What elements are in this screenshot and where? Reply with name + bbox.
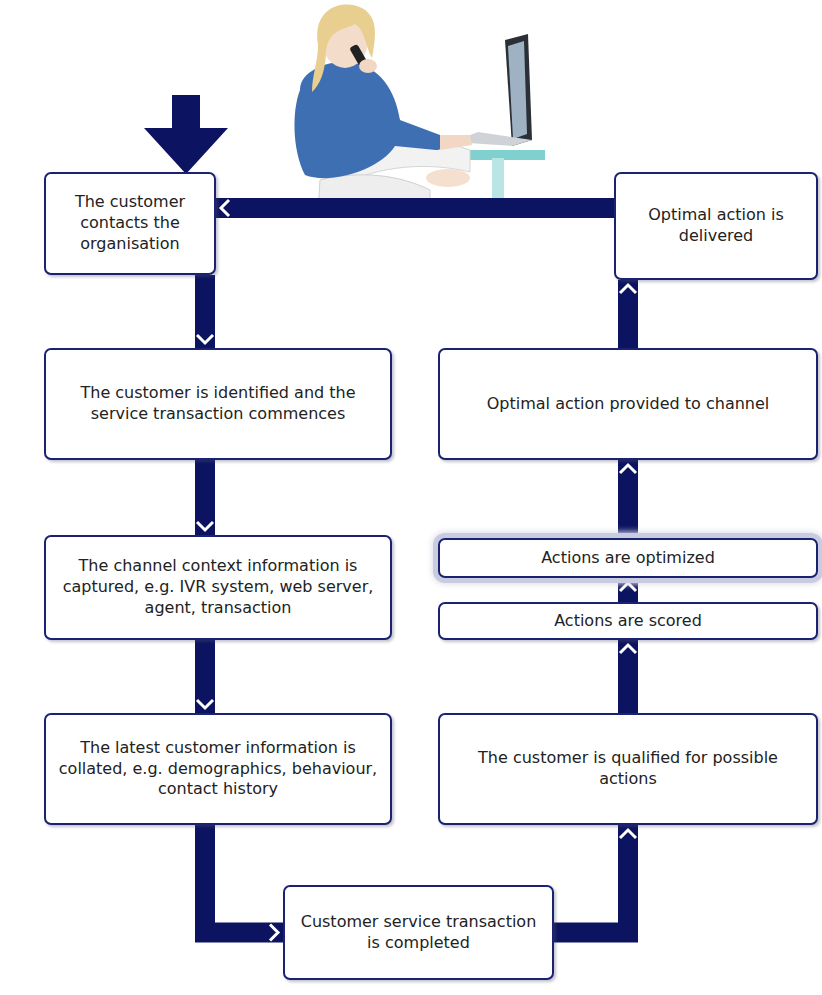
process-box: Customer service transaction is complete… bbox=[283, 885, 554, 980]
flow-arrow bbox=[197, 460, 213, 535]
arrow-chevron bbox=[620, 285, 636, 293]
entry-arrow bbox=[144, 95, 228, 174]
arrow-chevron bbox=[620, 830, 636, 838]
process-box: Optimal action is delivered bbox=[614, 172, 818, 280]
text-wrap: The customer contacts the organisation bbox=[56, 192, 204, 254]
text-wrap: Optimal action provided to channel bbox=[487, 394, 770, 415]
flow-bar bbox=[216, 198, 614, 218]
flow-bar bbox=[195, 275, 215, 348]
arrow-chevron bbox=[620, 645, 636, 653]
box-text: The latest customer information is colla… bbox=[56, 738, 380, 800]
text-wrap: The customer is identified and the servi… bbox=[56, 383, 380, 425]
process-box: Actions are scored bbox=[438, 602, 818, 640]
text-wrap: Optimal action is delivered bbox=[626, 205, 806, 247]
flow-bar bbox=[618, 460, 638, 538]
flow-arrow bbox=[205, 825, 283, 941]
flow-arrow bbox=[620, 578, 636, 602]
text-wrap: Actions are scored bbox=[554, 611, 702, 632]
arrow-chevron bbox=[197, 700, 213, 708]
box-text: Actions are optimized bbox=[541, 548, 715, 569]
arrow-chevron bbox=[197, 335, 213, 343]
process-box: The channel context information is captu… bbox=[44, 535, 392, 640]
arrow-chevron bbox=[270, 925, 278, 941]
process-box: The latest customer information is colla… bbox=[44, 713, 392, 825]
text-wrap: The channel context information is captu… bbox=[56, 556, 380, 618]
box-text: Customer service transaction is complete… bbox=[295, 912, 542, 954]
box-text: Optimal action provided to channel bbox=[487, 394, 770, 415]
flow-arrow bbox=[620, 280, 636, 348]
arrow-chevron bbox=[221, 200, 229, 216]
flow-arrow bbox=[620, 460, 636, 538]
box-text: The customer is identified and the servi… bbox=[56, 383, 380, 425]
flow-bar bbox=[554, 825, 628, 933]
text-wrap: The customer is qualified for possible a… bbox=[450, 748, 806, 790]
flow-arrow bbox=[216, 200, 614, 216]
flow-bar bbox=[618, 578, 638, 602]
box-text: Optimal action is delivered bbox=[626, 205, 806, 247]
arrow-chevron bbox=[197, 522, 213, 530]
arrow-chevron bbox=[620, 465, 636, 473]
process-box: Optimal action provided to channel bbox=[438, 348, 818, 460]
woman-illustration bbox=[285, 0, 547, 222]
flow-bar bbox=[618, 280, 638, 348]
arrow-chevron bbox=[620, 583, 636, 591]
flow-arrow bbox=[197, 640, 213, 713]
process-box: The customer is qualified for possible a… bbox=[438, 713, 818, 825]
box-text: The customer contacts the organisation bbox=[56, 192, 204, 254]
box-text: Actions are scored bbox=[554, 611, 702, 632]
flow-bar bbox=[195, 460, 215, 535]
flow-arrow bbox=[197, 275, 213, 348]
process-box: Actions are optimized bbox=[438, 538, 818, 578]
flow-arrow bbox=[554, 825, 636, 933]
flow-arrow bbox=[620, 640, 636, 713]
box-text: The customer is qualified for possible a… bbox=[450, 748, 806, 790]
start-box: The customer contacts the organisation bbox=[44, 172, 216, 275]
flow-bar bbox=[618, 640, 638, 713]
text-wrap: The latest customer information is colla… bbox=[56, 738, 380, 800]
flow-bar bbox=[195, 640, 215, 713]
box-text: The channel context information is captu… bbox=[56, 556, 380, 618]
text-wrap: Actions are optimized bbox=[541, 548, 715, 569]
process-box: The customer is identified and the servi… bbox=[44, 348, 392, 460]
flow-bar bbox=[205, 825, 283, 933]
text-wrap: Customer service transaction is complete… bbox=[295, 912, 542, 954]
